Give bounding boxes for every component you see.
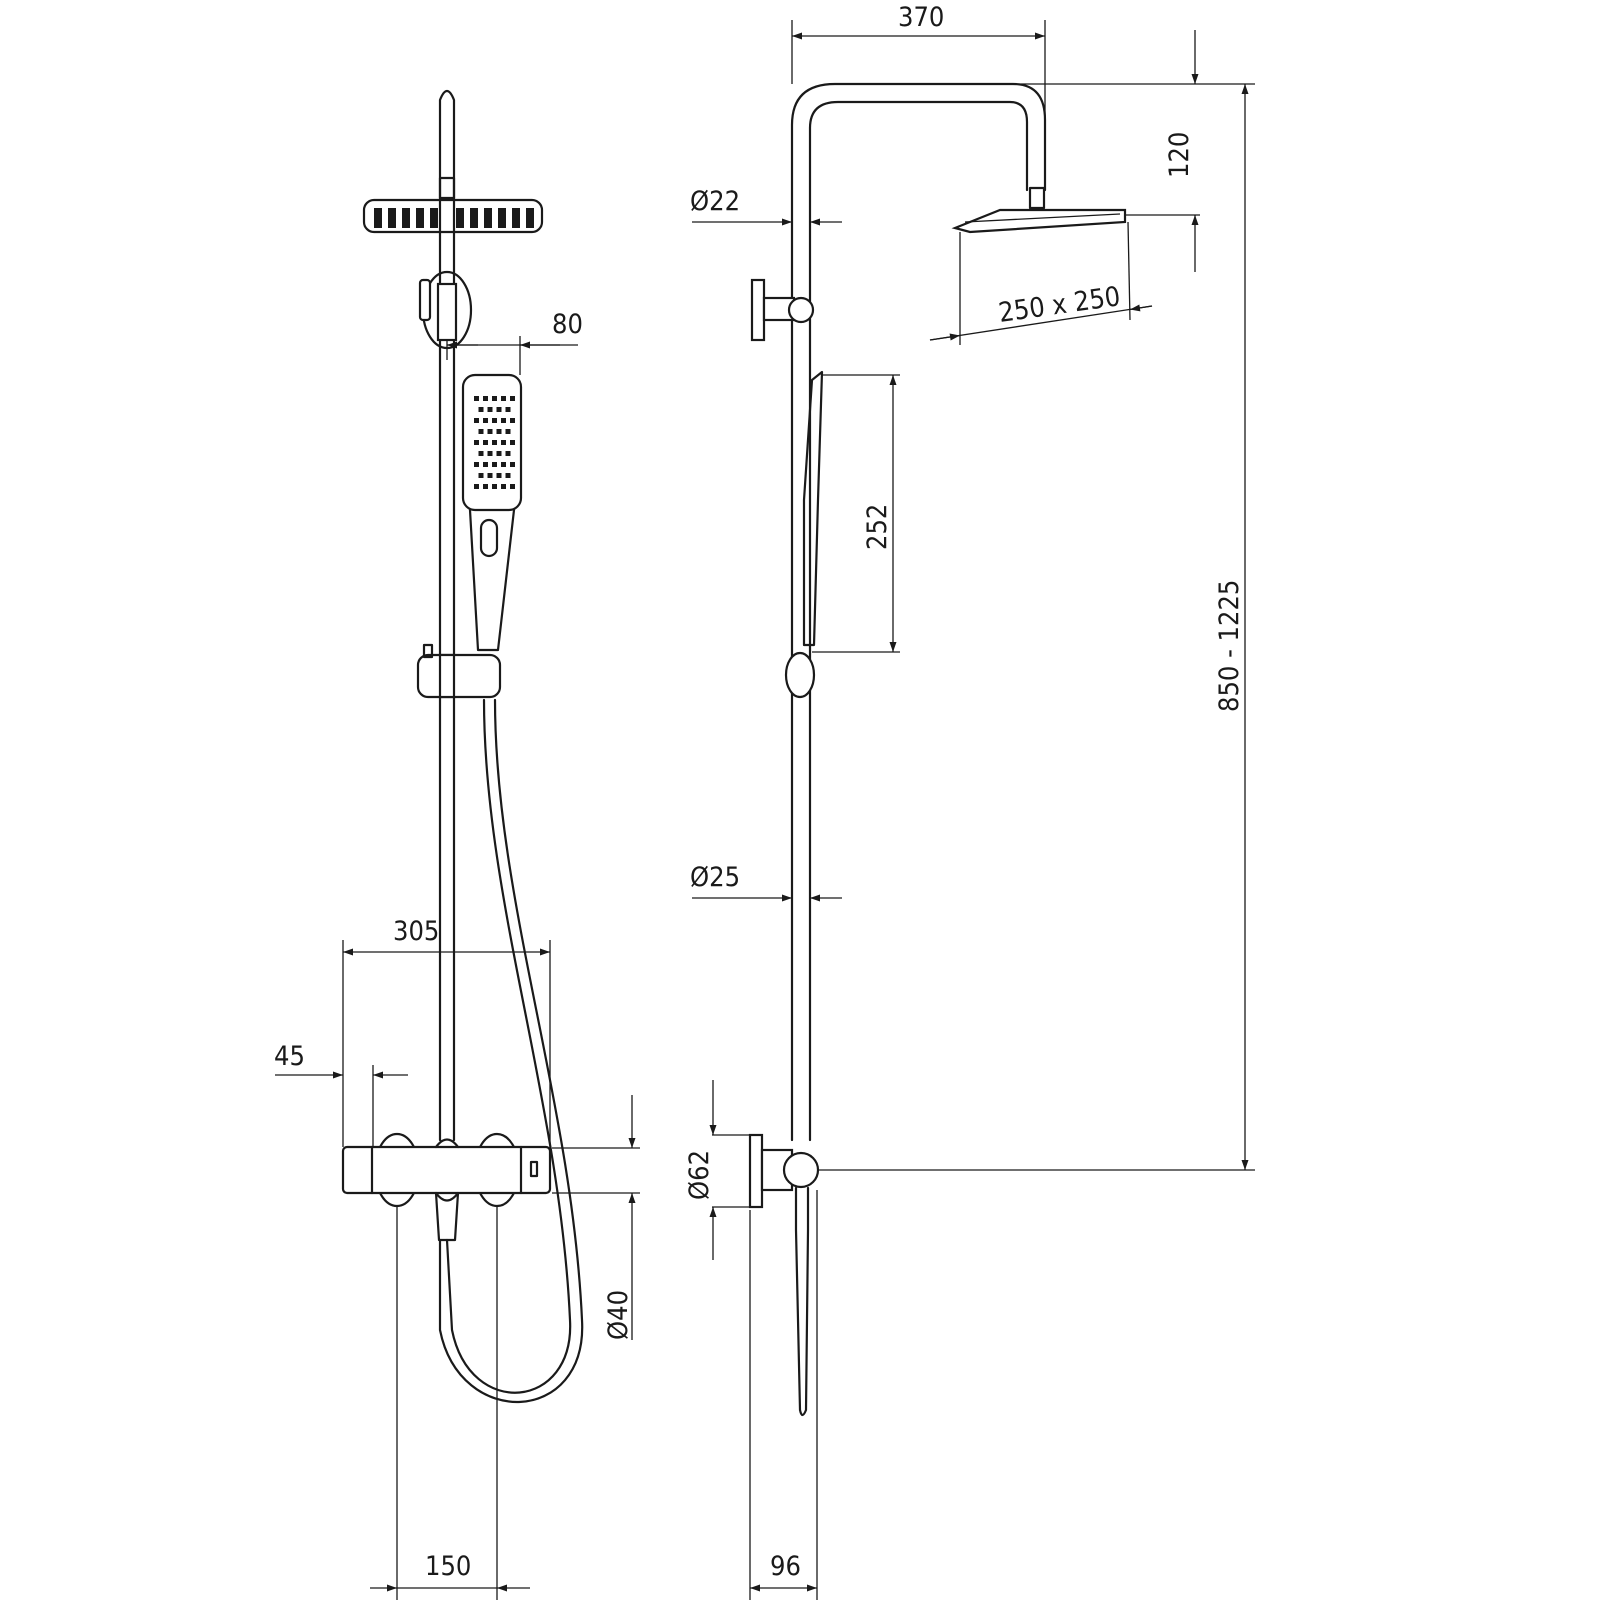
nozzle xyxy=(474,440,479,445)
nozzle xyxy=(496,407,502,412)
dim-150: 150 xyxy=(425,1551,471,1582)
nozzle xyxy=(505,451,511,456)
nozzle xyxy=(483,440,488,445)
dim-305: 305 xyxy=(393,916,439,947)
nozzle xyxy=(474,462,479,467)
nozzle xyxy=(483,418,488,423)
side-diverter xyxy=(750,278,815,342)
front-riser-rod xyxy=(438,89,456,1142)
nozzle xyxy=(510,440,515,445)
nozzle xyxy=(483,396,488,401)
front-overhead-shower xyxy=(362,176,544,234)
nozzle xyxy=(492,484,497,489)
front-thermostatic-mixer xyxy=(341,1132,552,1242)
dim-45: 45 xyxy=(274,1041,305,1072)
side-mixer xyxy=(748,1133,820,1417)
nozzle xyxy=(501,396,506,401)
dim-d22: Ø22 xyxy=(690,186,740,217)
nozzle xyxy=(487,473,493,478)
dim-96: 96 xyxy=(770,1551,801,1582)
nozzle xyxy=(496,451,502,456)
nozzle xyxy=(510,396,515,401)
side-hand-shower xyxy=(802,370,824,647)
nozzle xyxy=(492,440,497,445)
dim-80: 80 xyxy=(552,309,583,340)
nozzle xyxy=(483,484,488,489)
nozzle xyxy=(501,440,506,445)
nozzle xyxy=(492,396,497,401)
side-view: 370 120 Ø22 250 x 250 252 850 - 1225 Ø25… xyxy=(684,2,1255,1600)
nozzle xyxy=(474,396,479,401)
front-slider xyxy=(416,643,502,699)
dim-d25: Ø25 xyxy=(690,862,740,893)
front-diverter xyxy=(418,270,473,350)
nozzle xyxy=(474,418,479,423)
front-hand-shower xyxy=(461,373,523,652)
nozzle xyxy=(474,484,479,489)
dim-250x250: 250 x 250 xyxy=(997,281,1123,329)
dim-252: 252 xyxy=(862,504,893,550)
nozzle xyxy=(505,473,511,478)
dim-370: 370 xyxy=(898,2,944,33)
dim-850-1225: 850 - 1225 xyxy=(1214,580,1245,712)
dim-d62: Ø62 xyxy=(684,1150,715,1200)
nozzle xyxy=(501,484,506,489)
side-slider xyxy=(784,651,816,699)
nozzle xyxy=(510,484,515,489)
nozzle xyxy=(478,407,484,412)
nozzle xyxy=(492,462,497,467)
nozzle xyxy=(478,451,484,456)
nozzle xyxy=(510,418,515,423)
front-view: 305 45 150 80 Ø40 xyxy=(274,89,640,1600)
nozzle xyxy=(483,462,488,467)
side-riser-and-arm xyxy=(790,82,1047,1142)
nozzle xyxy=(501,462,506,467)
nozzle xyxy=(478,429,484,434)
nozzle xyxy=(487,451,493,456)
nozzle xyxy=(487,407,493,412)
nozzle xyxy=(478,473,484,478)
nozzle xyxy=(492,418,497,423)
front-dimensions xyxy=(275,336,640,1600)
nozzle xyxy=(505,429,511,434)
nozzle xyxy=(505,407,511,412)
dim-120: 120 xyxy=(1164,132,1195,178)
nozzle xyxy=(501,418,506,423)
nozzle xyxy=(496,429,502,434)
front-hose xyxy=(445,698,572,1394)
nozzle xyxy=(487,429,493,434)
dim-d40: Ø40 xyxy=(603,1290,634,1340)
side-dimensions xyxy=(692,20,1255,1600)
nozzle xyxy=(496,473,502,478)
nozzle xyxy=(510,462,515,467)
side-overhead-shower xyxy=(951,186,1127,234)
